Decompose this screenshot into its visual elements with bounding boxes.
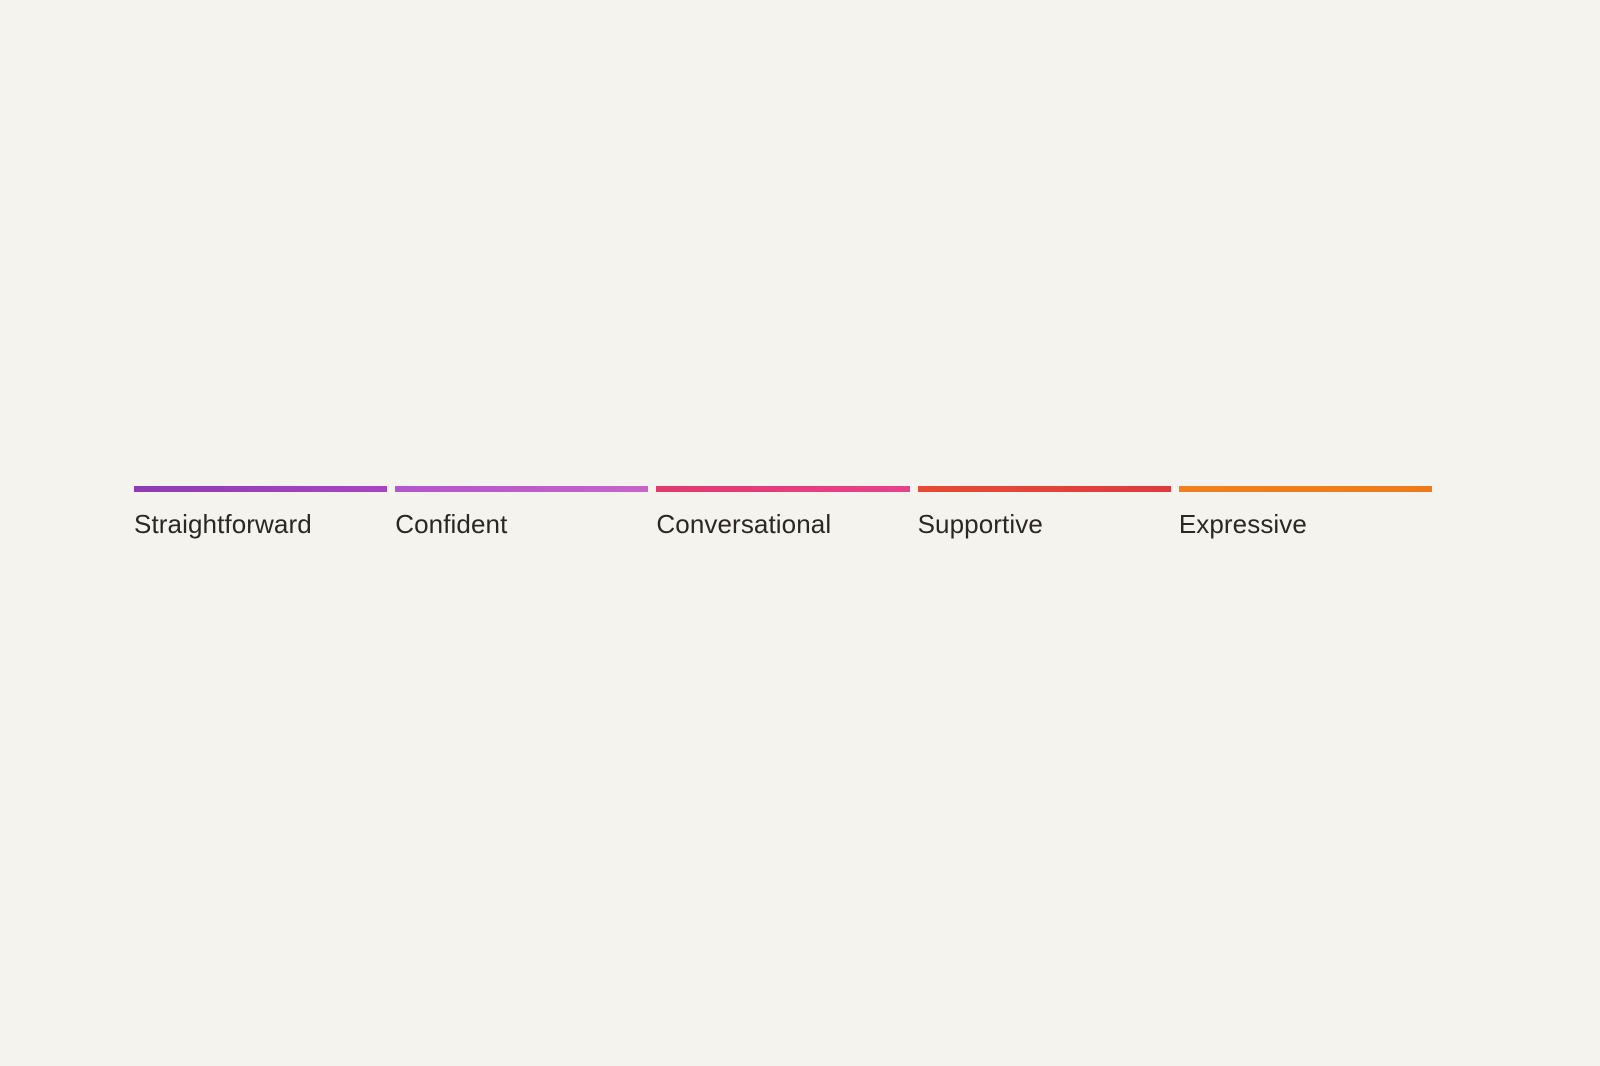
- color-bar-supportive: [917, 486, 1171, 492]
- spectrum-segment-confident[interactable]: Confident: [395, 486, 656, 540]
- spectrum-label-straightforward: Straightforward: [134, 509, 312, 539]
- spectrum-label-supportive: Supportive: [917, 509, 1043, 539]
- color-bar-conversational: [656, 486, 910, 492]
- spectrum-label-expressive: Expressive: [1178, 509, 1307, 539]
- spectrum-segment-expressive[interactable]: Expressive: [1178, 486, 1433, 540]
- tone-spectrum: Straightforward Confident Conversational…: [134, 486, 1433, 540]
- color-bar-expressive: [1178, 486, 1433, 492]
- spectrum-segment-list: Straightforward Confident Conversational…: [134, 486, 1433, 540]
- color-bar-straightforward: [134, 486, 388, 492]
- spectrum-segment-straightforward[interactable]: Straightforward: [134, 486, 395, 540]
- spectrum-label-confident: Confident: [395, 509, 508, 539]
- spectrum-label-conversational: Conversational: [656, 509, 832, 539]
- spectrum-segment-supportive[interactable]: Supportive: [917, 486, 1179, 540]
- spectrum-segment-conversational[interactable]: Conversational: [656, 486, 917, 540]
- color-bar-confident: [395, 486, 649, 492]
